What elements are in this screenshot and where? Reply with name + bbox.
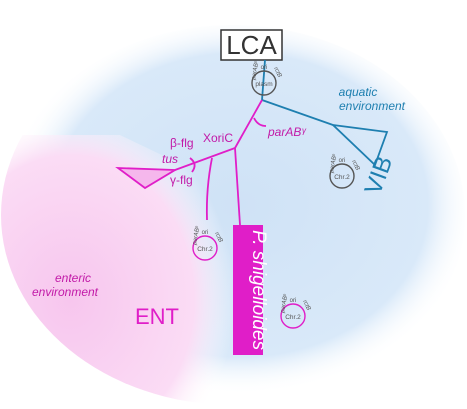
ps-chr2-center: Chr.2 bbox=[285, 314, 301, 321]
ps-clade-label: P. shigelloides bbox=[248, 230, 269, 351]
plasmid-ori: ori bbox=[261, 65, 268, 71]
tus-label: tus bbox=[162, 152, 178, 166]
enteric-env-line1: enteric bbox=[55, 271, 91, 285]
ent-chr2-parab: parABᵖ bbox=[192, 225, 201, 246]
aquatic-branches bbox=[261, 59, 389, 167]
ps-chr2-ori: ori bbox=[290, 298, 297, 304]
ps-chr2-replicon: Chr.2 parABᵖ ori rctB bbox=[280, 293, 311, 329]
plasmid-replicon: plasm parABᵖ ori rctB bbox=[251, 60, 282, 96]
vib-chr2-rctb: rctB bbox=[350, 159, 360, 171]
enteric-branches bbox=[115, 99, 267, 226]
parab-arrow bbox=[253, 117, 267, 127]
plasmid-circle bbox=[251, 70, 277, 96]
enteric-env-line2: environment bbox=[32, 285, 99, 299]
ps-branch bbox=[234, 147, 241, 226]
ps-chr2-parab: parABᵖ bbox=[280, 293, 289, 314]
ps-chr2-circle bbox=[280, 303, 306, 329]
gamma-flg-arrow bbox=[189, 157, 196, 173]
parab-label: parABᵞ bbox=[267, 125, 307, 139]
aquatic-env-line2: environment bbox=[339, 99, 406, 113]
lca-label: LCA bbox=[226, 30, 277, 60]
ent-clade-label: ENT bbox=[135, 304, 179, 329]
beta-flg-label: β-flg bbox=[170, 136, 194, 150]
ps-clade-box: P. shigelloides bbox=[233, 225, 269, 355]
ent-chr2-replicon: Chr.2 parABᵖ ori rctB bbox=[192, 225, 223, 261]
lca-box: LCA bbox=[220, 29, 283, 61]
ent-stem bbox=[174, 147, 236, 171]
vib-branch bbox=[261, 99, 334, 126]
plasmid-parab: parABᵖ bbox=[251, 60, 260, 81]
chr2-transfer-arrow bbox=[205, 157, 213, 221]
internal-branch bbox=[234, 99, 263, 149]
plasmid-rctb: rctB bbox=[272, 66, 282, 78]
enteric-region bbox=[1, 135, 235, 405]
vib-chr2-center: Chr.2 bbox=[334, 174, 350, 181]
environment-regions bbox=[1, 25, 465, 405]
ent-clade-triangle bbox=[115, 166, 179, 190]
lca-stem bbox=[261, 59, 266, 101]
vib-clade-triangle bbox=[330, 123, 389, 167]
ent-chr2-center: Chr.2 bbox=[197, 246, 213, 253]
ent-chr2-circle bbox=[192, 235, 218, 261]
ps-chr2-rctb: rctB bbox=[301, 299, 311, 311]
vib-chr2-parab: parABᵖ bbox=[329, 153, 338, 174]
vib-chr2-ori: ori bbox=[339, 158, 346, 164]
vib-chr2-circle bbox=[329, 163, 355, 189]
aquatic-env-line1: aquatic bbox=[339, 85, 378, 99]
vib-chr2-replicon: Chr.2 parABᵖ ori rctB bbox=[329, 153, 360, 189]
gamma-flg-label: γ-flg bbox=[170, 173, 193, 187]
plasmid-center: plasm bbox=[255, 81, 272, 88]
ent-chr2-rctb: rctB bbox=[213, 231, 223, 243]
xoric-label: XoriC bbox=[203, 131, 233, 145]
ent-chr2-ori: ori bbox=[202, 230, 209, 236]
